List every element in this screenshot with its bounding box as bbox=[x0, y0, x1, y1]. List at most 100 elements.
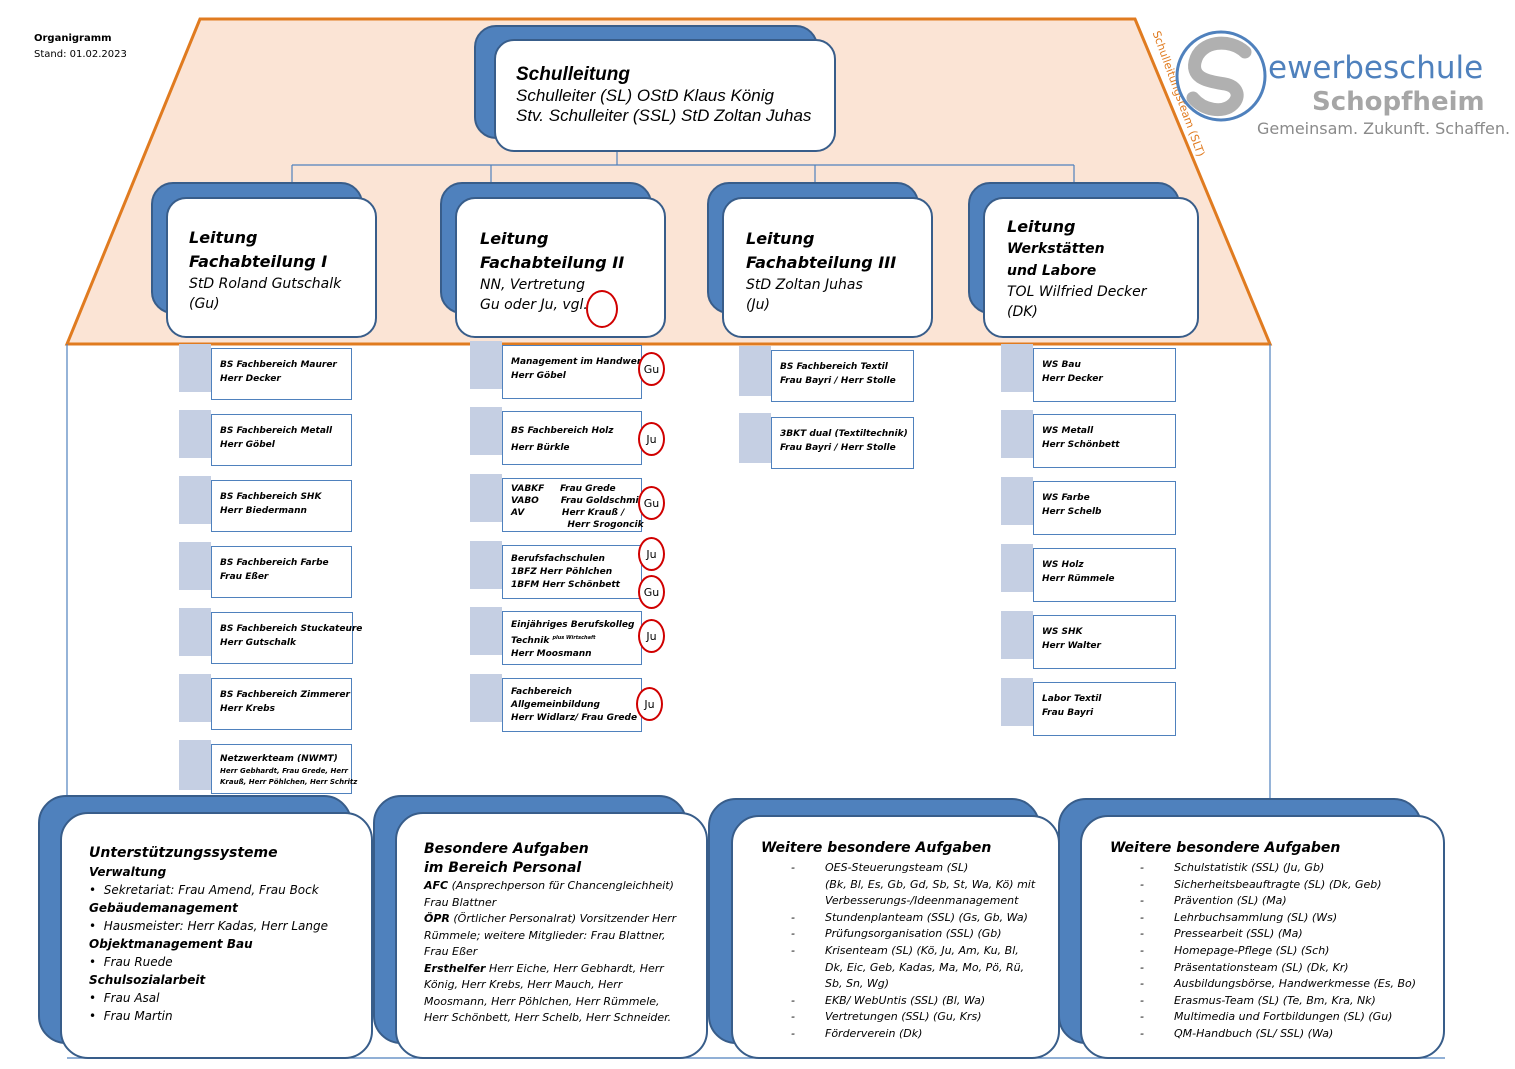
support-item-text: Frau Ruede bbox=[103, 955, 173, 969]
logo-word2: Schopfheim bbox=[1312, 87, 1485, 117]
task-text: Schulstatistik (SSL) (Ju, Gb) bbox=[1174, 861, 1325, 874]
further2-title: Weitere besondere Aufgaben bbox=[1110, 840, 1341, 856]
unit-tab bbox=[1001, 344, 1033, 392]
unit-tab bbox=[179, 344, 211, 392]
afc-value: (Ansprechperson für Chancengleichheit) bbox=[448, 879, 674, 892]
task-dash: - bbox=[791, 943, 795, 957]
unit-tab bbox=[179, 608, 211, 656]
unit-line: 1BFZ Herr Pöhlchen bbox=[511, 567, 613, 577]
unit-box: Fachbereich Allgemeinbildung Herr Widlar… bbox=[502, 678, 642, 732]
task-item: (Bk, Bl, Es, Gb, Gd, Sb, St, Wa, Kö) mit bbox=[761, 877, 1058, 894]
support-sub-4: Schulsozialarbeit bbox=[89, 973, 206, 987]
task-item: -OES-Steuerungsteam (SL) bbox=[761, 860, 1058, 877]
unit-line: BS Fachbereich Maurer bbox=[220, 360, 337, 370]
unit-line: VABO Frau Goldschmidt bbox=[511, 496, 650, 506]
dept-box-1: Leitung Fachabteilung I StD Roland Gutsc… bbox=[166, 197, 377, 338]
unit-line: BS Fachbereich Zimmerer bbox=[220, 690, 350, 700]
dept-4-t2: Werkstätten bbox=[1007, 241, 1105, 257]
first-aid-line: Ersthelfer Herr Eiche, Herr Gebhardt, He… bbox=[424, 961, 706, 978]
unit-tab bbox=[179, 542, 211, 590]
task-item: -Multimedia und Fortbildungen (SL) (Gu) bbox=[1110, 1009, 1443, 1026]
task-text: Lehrbuchsammlung (SL) (Ws) bbox=[1174, 910, 1338, 924]
dept-2-t1: Leitung bbox=[480, 229, 549, 248]
dept-3-l2: (Ju) bbox=[746, 297, 770, 313]
task-dash: - bbox=[791, 927, 795, 941]
personal-title-2: im Bereich Personal bbox=[424, 860, 582, 876]
task-dash: - bbox=[1140, 894, 1144, 908]
support-sub-2: Gebäudemanagement bbox=[89, 901, 238, 915]
unit-line: Herr Gebhardt, Frau Grede, Herr bbox=[220, 767, 348, 775]
unit-line: Herr Gutschalk bbox=[220, 638, 296, 648]
support-item: • Frau Asal bbox=[89, 991, 160, 1005]
opr-line-2: Rümmele; weitere Mitglieder: Frau Blattn… bbox=[424, 928, 666, 942]
unit-tab bbox=[1001, 611, 1033, 659]
unit-superscript: plus Wirtschaft bbox=[552, 635, 596, 641]
dept-box-4: Leitung Werkstätten und Labore TOL Wilfr… bbox=[983, 197, 1199, 338]
unit-tab bbox=[1001, 544, 1033, 592]
task-item: Verbesserungs-/Ideenmanagement bbox=[761, 893, 1058, 910]
unit-line: Herr Krebs bbox=[220, 704, 275, 714]
support-sub-1: Verwaltung bbox=[89, 865, 167, 879]
unit-line: 1BFM Herr Schönbett bbox=[511, 580, 620, 590]
unit-line: BS Fachbereich Textil bbox=[780, 362, 888, 372]
support-item-text: Frau Asal bbox=[103, 991, 160, 1005]
further1-box: Weitere besondere Aufgaben -OES-Steuerun… bbox=[731, 815, 1060, 1059]
unit-line: Fachbereich bbox=[511, 687, 572, 697]
task-text: Sb, Sn, Wg) bbox=[825, 977, 890, 991]
unit-tab bbox=[739, 346, 771, 396]
chart-title: Organigramm bbox=[34, 33, 112, 44]
unit-line: BS Fachbereich Farbe bbox=[220, 558, 329, 568]
unit-box: Berufsfachschulen 1BFZ Herr Pöhlchen 1BF… bbox=[502, 545, 642, 599]
task-dash: - bbox=[1140, 1026, 1144, 1040]
task-dash: - bbox=[1140, 943, 1144, 957]
task-dash: - bbox=[1140, 977, 1144, 991]
dept-box-3: Leitung Fachabteilung III StD Zoltan Juh… bbox=[722, 197, 933, 338]
unit-line: Herr Walter bbox=[1042, 641, 1101, 651]
head-line-2: Stv. Schulleiter (SSL) StD Zoltan Juhas bbox=[516, 106, 812, 125]
unit-line: Herr Decker bbox=[1042, 374, 1103, 384]
task-text: Präsentationsteam (SL) (Dk, Kr) bbox=[1174, 960, 1349, 974]
task-dash: - bbox=[1140, 1010, 1144, 1024]
afc-key: AFC bbox=[424, 879, 449, 892]
unit-line: Technik plus Wirtschaft bbox=[511, 632, 641, 648]
unit-line: Frau Bayri bbox=[1042, 708, 1094, 718]
school-logo-icon bbox=[1175, 30, 1267, 122]
afc-name: Frau Blattner bbox=[424, 895, 497, 909]
dept-1-t1: Leitung bbox=[189, 228, 258, 247]
responsibility-mark: Gu bbox=[638, 486, 665, 520]
task-item: -Erasmus-Team (SL) (Te, Bm, Kra, Nk) bbox=[1110, 993, 1443, 1010]
task-text: Erasmus-Team (SL) (Te, Bm, Kra, Nk) bbox=[1174, 993, 1376, 1007]
dept-box-2: Leitung Fachabteilung II NN, Vertretung … bbox=[455, 197, 666, 338]
unit-tab bbox=[1001, 678, 1033, 726]
task-text: Pressearbeit (SSL) (Ma) bbox=[1174, 927, 1303, 941]
support-item-text: Frau Martin bbox=[103, 1009, 173, 1023]
head-line-1: Schulleiter (SL) OStD Klaus König bbox=[516, 86, 774, 105]
support-item-text: Sekretariat: Frau Amend, Frau Bock bbox=[103, 883, 319, 897]
unit-line: Herr Göbel bbox=[511, 371, 566, 381]
chart-date: Stand: 01.02.2023 bbox=[34, 49, 127, 60]
task-dash: - bbox=[1140, 877, 1144, 891]
task-item: -Homepage-Pflege (SL) (Sch) bbox=[1110, 943, 1443, 960]
support-title: Unterstützungssysteme bbox=[89, 845, 278, 861]
unit-line: WS Bau bbox=[1042, 360, 1081, 370]
unit-line: Herr Widlarz/ Frau Grede bbox=[511, 713, 638, 723]
unit-box: 3BKT dual (Textiltechnik)Frau Bayri / He… bbox=[771, 417, 914, 469]
unit-line: Herr Biedermann bbox=[220, 506, 307, 516]
task-item: -Pressearbeit (SSL) (Ma) bbox=[1110, 926, 1443, 943]
task-dash: - bbox=[791, 993, 795, 1007]
further2-list: -Schulstatistik (SSL) (Ju, Gb)-Sicherhei… bbox=[1110, 860, 1443, 1043]
task-text: Krisenteam (SL) (Kö, Ju, Am, Ku, Bl, bbox=[825, 943, 1019, 957]
unit-line: Berufsfachschulen bbox=[511, 554, 605, 564]
task-dash: - bbox=[791, 861, 795, 874]
task-text: (Bk, Bl, Es, Gb, Gd, Sb, St, Wa, Kö) mit bbox=[825, 877, 1036, 891]
task-text: Stundenplanteam (SSL) (Gs, Gb, Wa) bbox=[825, 910, 1028, 924]
unit-line: BS Fachbereich Metall bbox=[220, 426, 333, 436]
unit-line: Allgemeinbildung bbox=[511, 700, 600, 710]
unit-tab bbox=[470, 607, 502, 655]
